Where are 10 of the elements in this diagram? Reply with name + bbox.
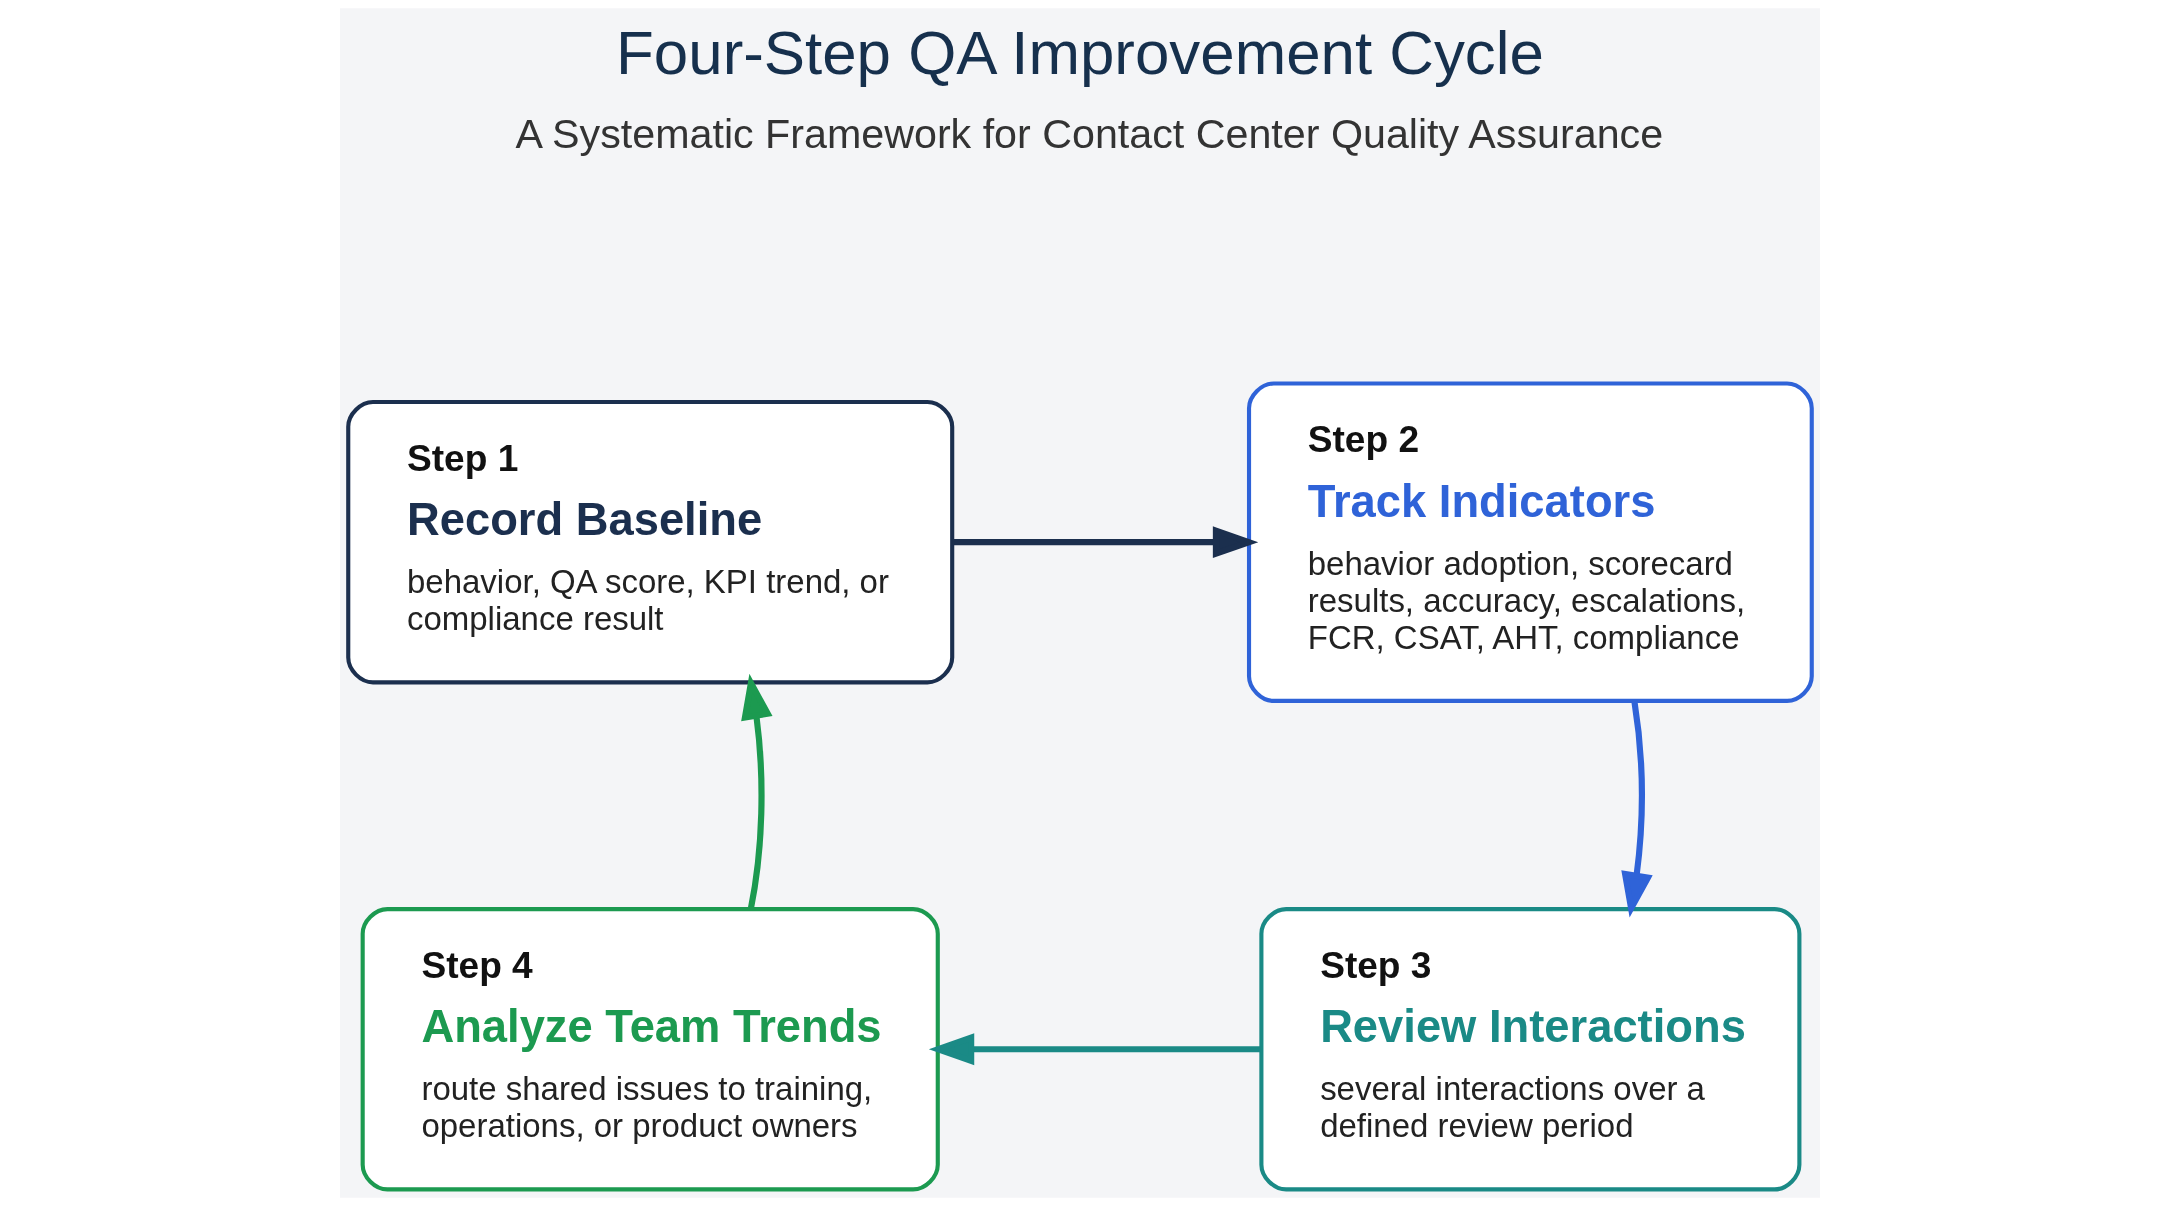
node-box: Step 3 Review Interactions several interactions over a defined review period bbox=[1259, 907, 1802, 1192]
node-box: Step 2 Track Indicators behavior adoption, scorecard results, accuracy, escalations, FCR, CSAT, AHT, compliance bbox=[1246, 381, 1814, 703]
diagram-title: Four-Step QA Improvement Cycle bbox=[616, 18, 1544, 88]
arrow bbox=[952, 526, 1259, 559]
label: A Systematic Framework for Contact Center Quality Assurance bbox=[515, 111, 1664, 158]
arrow bbox=[741, 673, 773, 910]
node-box: Step 4 Analyze Team Trends route shared issues to training, operations, or product owners bbox=[360, 907, 940, 1192]
arrow bbox=[928, 1033, 1261, 1066]
arrow bbox=[1621, 700, 1653, 918]
node-box: Step 1 Record Baseline behavior, QA score, KPI trend, or compliance result bbox=[346, 399, 955, 685]
